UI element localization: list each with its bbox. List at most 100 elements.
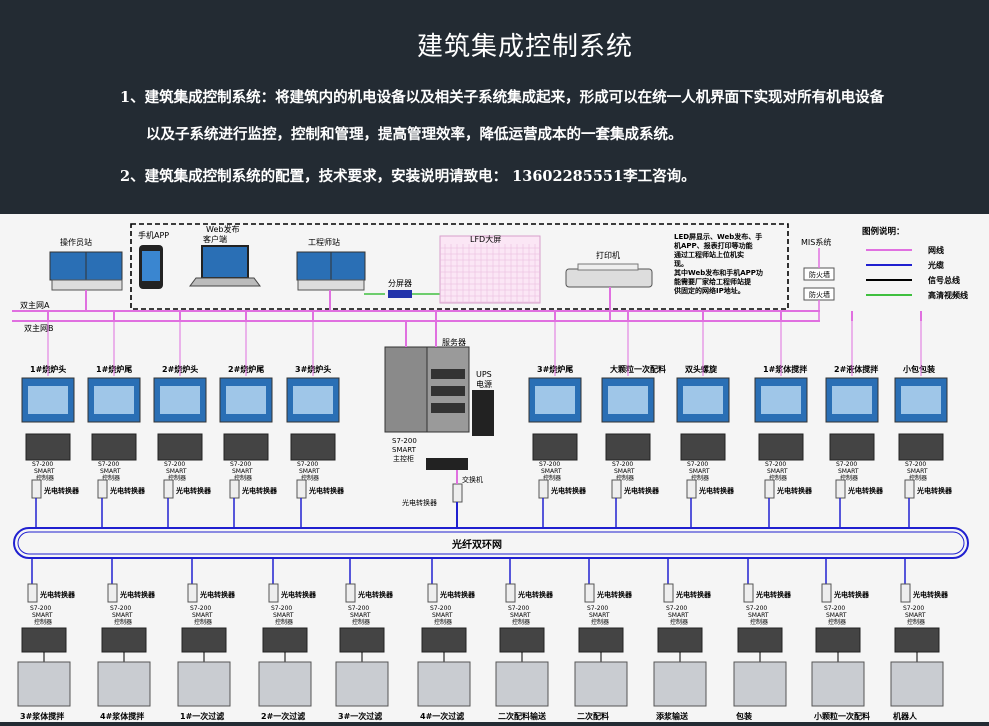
plc-label: SMART bbox=[32, 612, 53, 619]
firewall-1-label: 防火墙 bbox=[809, 270, 830, 279]
plc-label: SMART bbox=[589, 612, 610, 619]
firewall-2-label: 防火墙 bbox=[809, 290, 830, 299]
legend-item-label: 高清视频线 bbox=[928, 290, 968, 300]
converter-box bbox=[764, 479, 775, 499]
plc-main-label-2: SMART bbox=[392, 446, 417, 454]
converter-label: 光电转换器 bbox=[847, 486, 884, 495]
converter-label: 光电转换器 bbox=[175, 486, 212, 495]
server-unit-3 bbox=[431, 403, 465, 413]
upper-device-label: 小包包装 bbox=[902, 364, 935, 374]
equipment-image bbox=[653, 661, 707, 707]
lower-device-label: 2#一次过滤 bbox=[261, 711, 305, 721]
ring-label: 光纤双环网 bbox=[451, 538, 502, 551]
plc-label: SMART bbox=[350, 612, 371, 619]
description-line-1-continued: 以及子系统进行监控，控制和管理，提高管理效率，降低运营成本的一套集成系统。 bbox=[146, 126, 683, 143]
plc-label: 控制器 bbox=[907, 618, 925, 626]
diagram-canvas: 双主网A 双主网B 操作员站 手机APP Web发布 客户端 工程师站 分屏器 bbox=[12, 223, 969, 721]
plc-label: 控制器 bbox=[102, 474, 120, 482]
converter-label: 光电转换器 bbox=[39, 590, 76, 599]
plc-label: 控制器 bbox=[36, 474, 54, 482]
equipment-image-detail bbox=[226, 386, 266, 414]
plc-label: SMART bbox=[748, 612, 769, 619]
plc-module bbox=[157, 433, 203, 461]
note-line: 其中Web发布和手机APP功 bbox=[674, 268, 763, 277]
converter-box bbox=[611, 479, 622, 499]
equipment-image-detail bbox=[832, 386, 872, 414]
web-label: Web发布 bbox=[206, 224, 239, 234]
plc-label: SMART bbox=[838, 468, 859, 475]
main-converter-label: 光电转换器 bbox=[402, 498, 437, 507]
converter-box bbox=[663, 583, 674, 603]
converter-box bbox=[835, 479, 846, 499]
plc-label: 控制器 bbox=[301, 474, 319, 482]
converter-label: 光电转换器 bbox=[596, 590, 633, 599]
engineer-monitor-2 bbox=[330, 251, 366, 281]
top-dashed-box bbox=[130, 223, 789, 310]
plc-label: 控制器 bbox=[34, 618, 52, 626]
plc-module bbox=[605, 433, 651, 461]
laptop-icon bbox=[201, 245, 249, 279]
plc-module bbox=[290, 433, 336, 461]
converter-label: 光电转换器 bbox=[439, 590, 476, 599]
lower-device-label: 机器人 bbox=[893, 711, 918, 721]
net-a-label: 双主网A bbox=[20, 300, 50, 310]
plc-label: S7-200 bbox=[110, 605, 131, 612]
plc-label: S7-200 bbox=[297, 461, 318, 468]
equipment-image-detail bbox=[535, 386, 575, 414]
fiber-ring-inner bbox=[17, 531, 965, 555]
upper-device-label: 1#浆体搅拌 bbox=[763, 364, 807, 374]
converter-box bbox=[686, 479, 697, 499]
plc-module bbox=[532, 433, 578, 461]
plc-label: SMART bbox=[34, 468, 55, 475]
converter-box bbox=[505, 583, 516, 603]
plc-label: S7-200 bbox=[508, 605, 529, 612]
lower-device-label: 1#一次过滤 bbox=[180, 711, 224, 721]
equipment-image-detail bbox=[761, 386, 801, 414]
plc-label: S7-200 bbox=[430, 605, 451, 612]
plc-main-label-3: 主控柜 bbox=[393, 454, 414, 463]
plc-module bbox=[25, 433, 71, 461]
plc-label: S7-200 bbox=[348, 605, 369, 612]
plc-module bbox=[21, 627, 67, 653]
converter-box bbox=[345, 583, 356, 603]
plc-label: SMART bbox=[100, 468, 121, 475]
plc-label: 控制器 bbox=[750, 618, 768, 626]
lfd-panel bbox=[439, 235, 541, 304]
plc-label: 控制器 bbox=[234, 474, 252, 482]
plc-label: S7-200 bbox=[612, 461, 633, 468]
note-line: 供固定的网络IP地址。 bbox=[673, 286, 745, 295]
ups-label: UPS bbox=[476, 370, 492, 379]
note-line: 通过工程师站上位机实 bbox=[674, 250, 744, 259]
system-diagram: 双主网A 双主网B 操作员站 手机APP Web发布 客户端 工程师站 分屏器 bbox=[0, 214, 989, 722]
plc-label: 控制器 bbox=[769, 474, 787, 482]
engineer-label: 工程师站 bbox=[308, 237, 340, 247]
equipment-image bbox=[335, 661, 389, 707]
legend-item-label: 网线 bbox=[928, 245, 944, 255]
equipment-image bbox=[17, 661, 71, 707]
lower-device-label: 二次配料输送 bbox=[498, 711, 547, 721]
printer-tray bbox=[577, 263, 639, 271]
plc-module bbox=[737, 627, 783, 653]
plc-label: S7-200 bbox=[539, 461, 560, 468]
converter-box bbox=[31, 479, 42, 499]
plc-label: S7-200 bbox=[824, 605, 845, 612]
plc-module bbox=[657, 627, 703, 653]
plc-label: SMART bbox=[541, 468, 562, 475]
converter-label: 光电转换器 bbox=[833, 590, 870, 599]
plc-label: 控制器 bbox=[670, 618, 688, 626]
description-line-1: 1、建筑集成控制系统：将建筑内的机电设备以及相关子系统集成起来，形成可以在统一人… bbox=[120, 89, 885, 106]
plc-label: SMART bbox=[614, 468, 635, 475]
plc-label: S7-200 bbox=[30, 605, 51, 612]
plc-module bbox=[894, 627, 940, 653]
printer: 打印机 bbox=[565, 250, 653, 321]
lfd-label: LFD大屏 bbox=[470, 234, 501, 244]
splitter: 分屏器 bbox=[388, 279, 440, 298]
plc-label: 控制器 bbox=[543, 474, 561, 482]
plc-module bbox=[181, 627, 227, 653]
